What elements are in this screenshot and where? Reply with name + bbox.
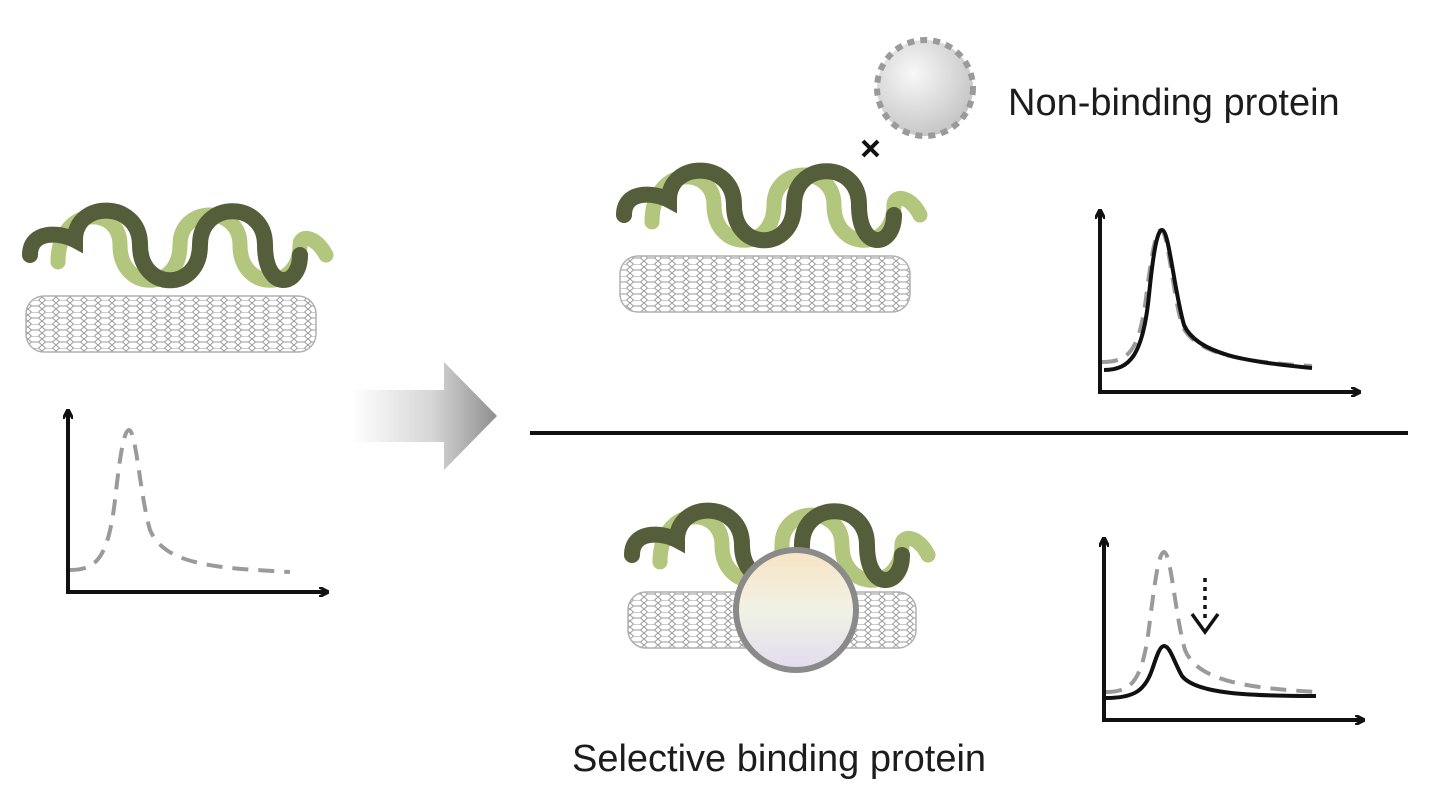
solid-emission-curve <box>1105 643 1317 700</box>
dark-polymer-strand <box>616 162 902 249</box>
nonbinding-protein-label: Non-binding protein <box>1008 82 1340 124</box>
selective-binding-protein-label: Selective binding protein <box>572 738 987 780</box>
selective-spectrum <box>1102 538 1364 720</box>
selective-sensor <box>624 502 936 673</box>
dotted-down-arrow <box>1190 578 1220 635</box>
carbon-nanotube <box>619 255 911 313</box>
cross-mark <box>861 139 880 158</box>
carbon-nanotube <box>25 295 317 353</box>
dashed-emission-curve <box>1105 549 1317 694</box>
selective-binding-protein <box>733 547 859 673</box>
nonbinding-protein <box>874 37 976 139</box>
initial-sensor <box>22 202 334 353</box>
nonbinding-spectrum <box>1098 210 1360 392</box>
dark-polymer-strand <box>22 202 308 289</box>
nonbinding-sensor <box>616 162 928 313</box>
dashed-emission-curve <box>69 427 291 574</box>
initial-spectrum <box>66 410 328 592</box>
transition-arrow <box>352 362 497 470</box>
solid-emission-curve <box>1103 227 1313 372</box>
